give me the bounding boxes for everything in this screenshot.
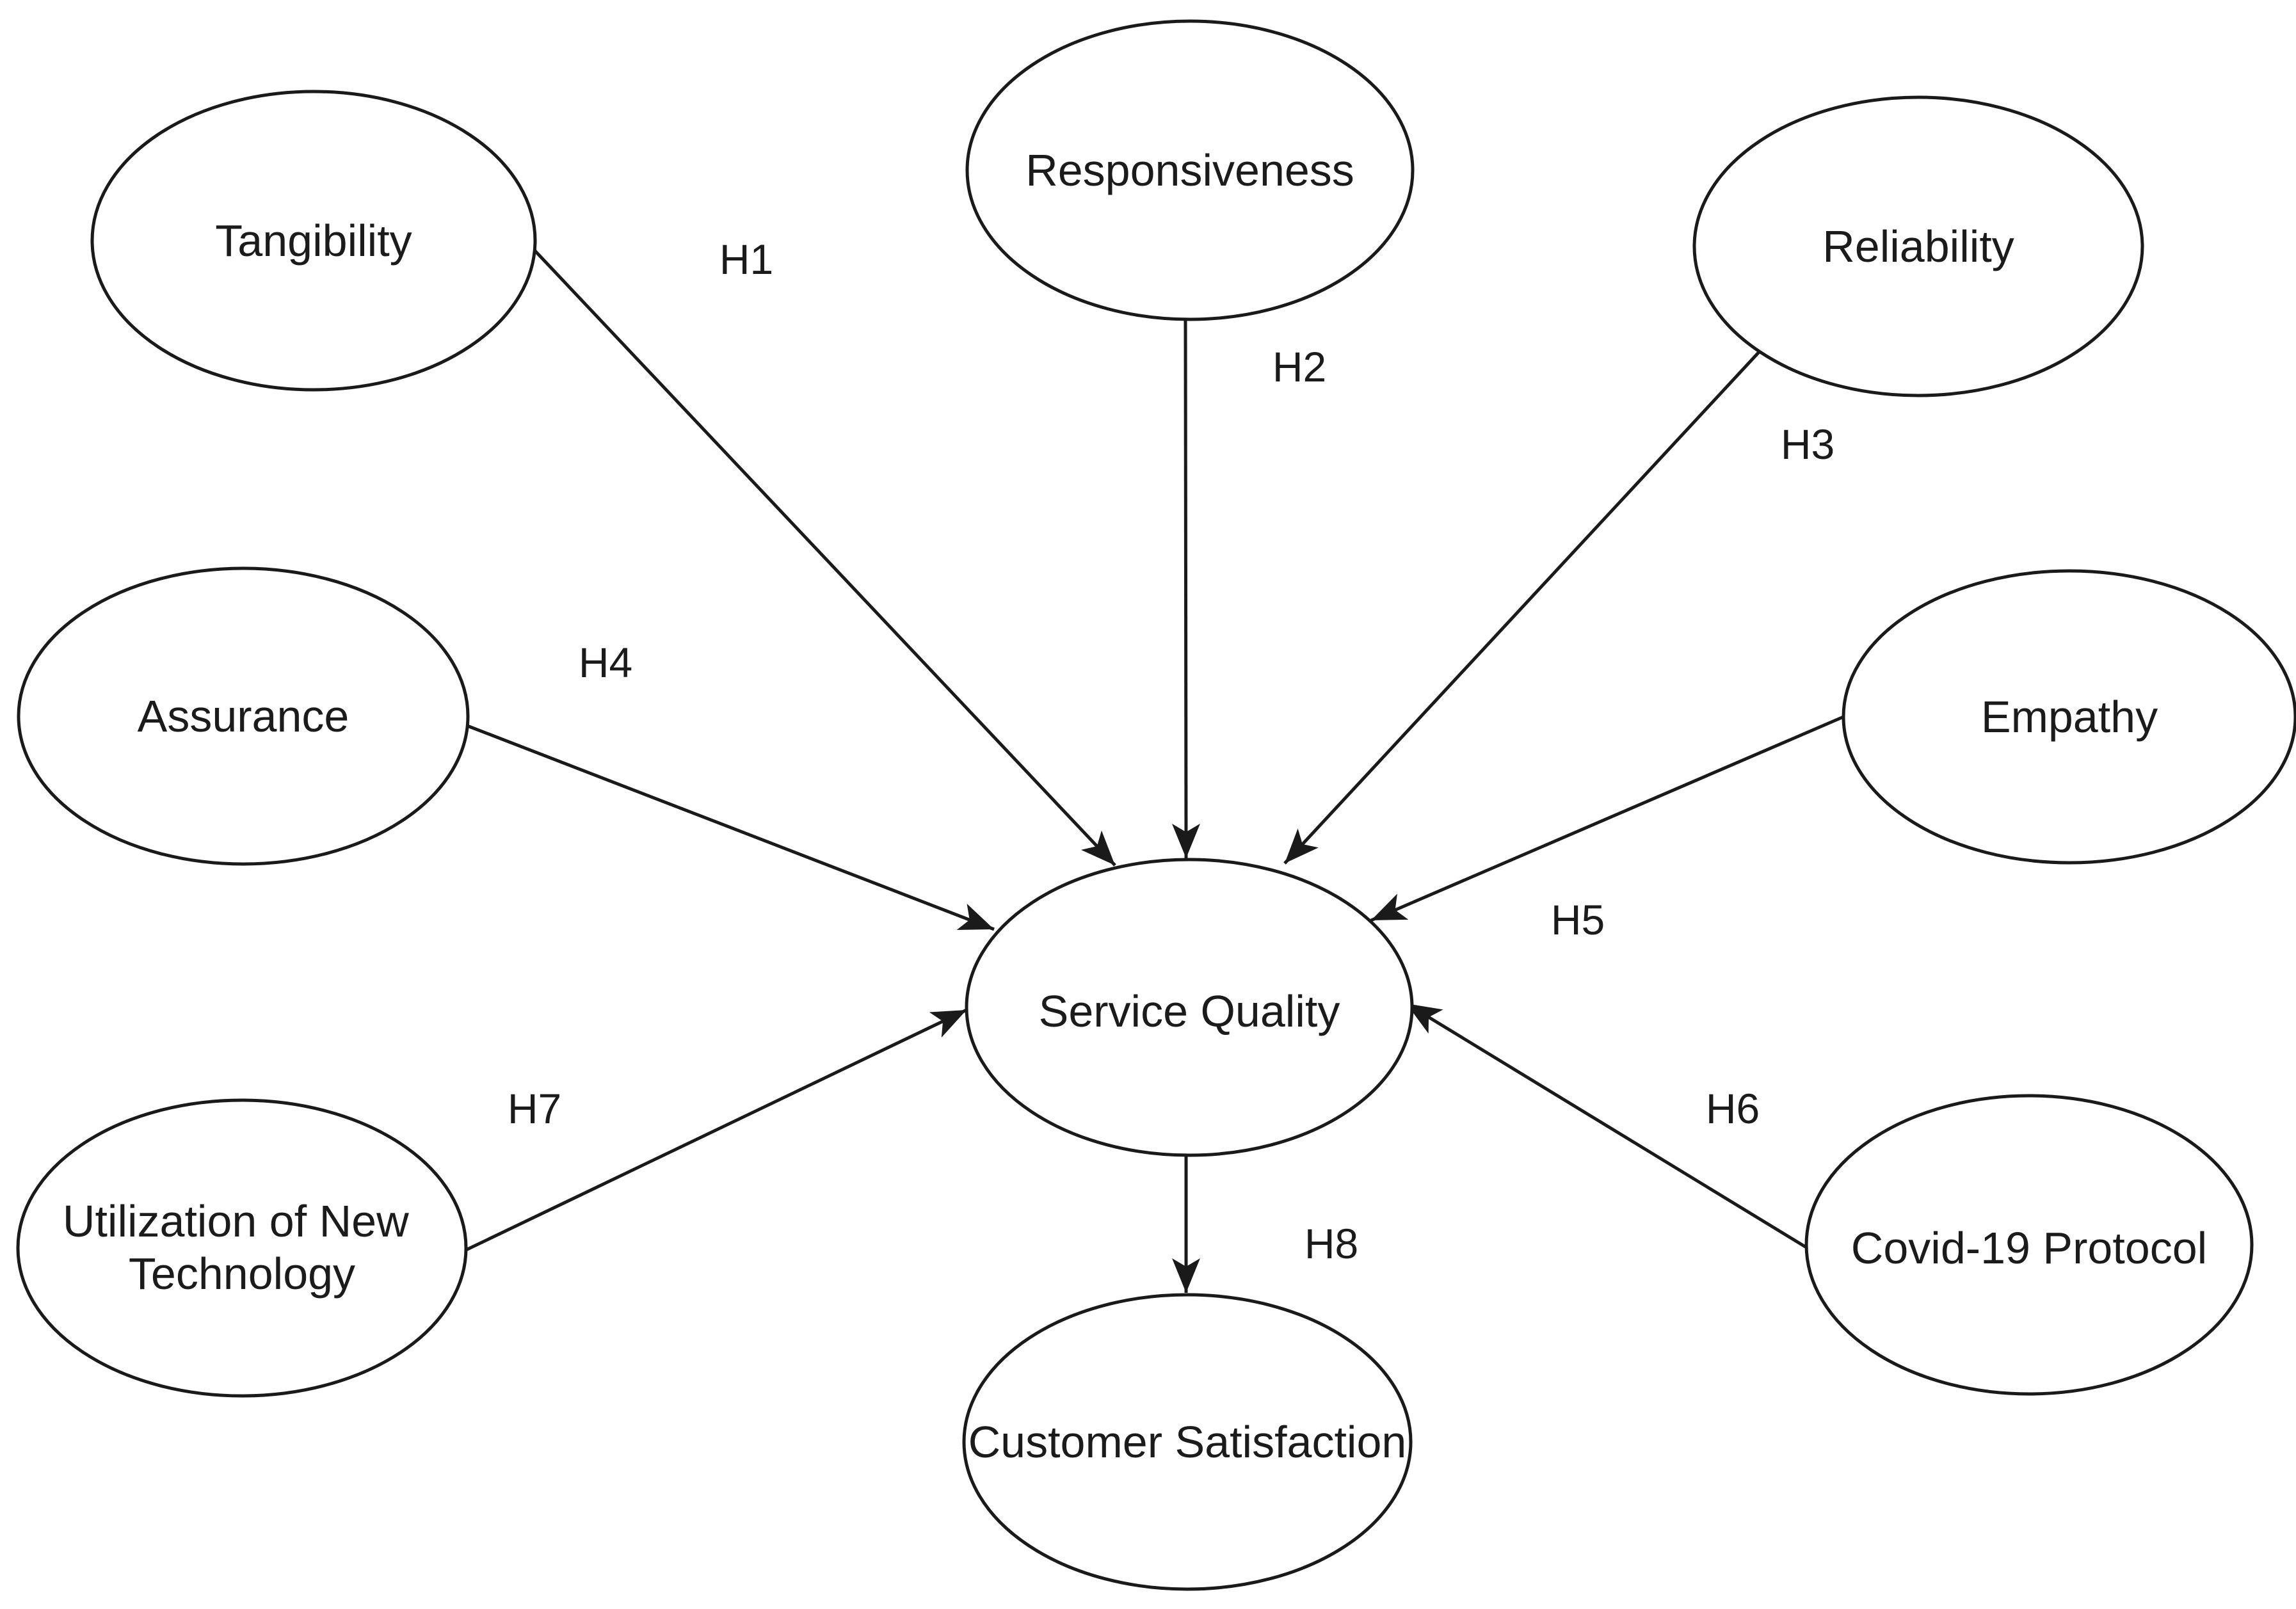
utilization-of-new-technology-label: Utilization of New Technology [63,1181,421,1299]
edge-h2-label: H2 [1272,343,1326,390]
edge-h5: H5 [1370,715,1844,943]
service-quality-ellipse [965,858,1414,1157]
utilization-of-new-technology-ellipse [16,1098,468,1398]
responsiveness-label: Responsiveness [1025,145,1354,195]
nodes-layer: Tangibility Responsiveness Reliability A… [16,19,2296,1591]
node-responsiveness: Responsiveness [965,19,1415,321]
edge-h3-arrow [1283,350,1761,865]
edge-h6-arrow [1405,1002,1808,1249]
node-empathy: Empathy [1842,569,2296,865]
assurance-ellipse [17,566,470,866]
node-reliability: Reliability [1692,95,2144,397]
assurance-label: Assurance [138,691,349,741]
edge-h8-label: H8 [1305,1220,1358,1267]
edge-h8: H8 [1172,1155,1358,1293]
edges-layer: H1 H2 H3 H4 H5 H6 [465,236,1844,1293]
edge-h1-label: H1 [719,236,773,283]
edge-h7-label: H7 [508,1085,561,1132]
edge-h4-arrow [467,724,995,931]
edge-h1: H1 [533,236,1116,867]
edge-h2: H2 [1171,319,1326,859]
service-quality-label: Service Quality [1039,986,1340,1036]
responsiveness-ellipse [965,19,1415,321]
node-covid-19-protocol: Covid-19 Protocol [1804,1094,2254,1396]
node-service-quality: Service Quality [965,858,1414,1157]
customer-satisfaction-ellipse [962,1293,1413,1591]
edge-h5-label: H5 [1551,896,1605,943]
node-customer-satisfaction: Customer Satisfaction [962,1293,1413,1591]
edge-h5-arrow [1370,715,1844,922]
reliability-ellipse [1692,95,2144,397]
edge-h3-label: H3 [1781,420,1834,468]
covid-19-protocol-label: Covid-19 Protocol [1851,1223,2207,1273]
tangibility-ellipse [90,90,537,392]
node-utilization-of-new-technology: Utilization of New Technology [16,1098,468,1398]
edge-h1-arrow [533,249,1116,867]
edge-h6-label: H6 [1706,1085,1760,1132]
tangibility-label: Tangibility [215,216,412,266]
edge-h6: H6 [1405,1002,1808,1249]
edge-h7-arrow [465,1008,968,1252]
node-tangibility: Tangibility [90,90,537,392]
node-assurance: Assurance [17,566,470,866]
covid-19-protocol-ellipse [1804,1094,2254,1396]
empathy-ellipse [1842,569,2296,865]
utilization-label-line-1: Utilization of New [63,1196,409,1246]
customer-satisfaction-label: Customer Satisfaction [968,1417,1407,1467]
edge-h2-arrow [1171,319,1200,859]
utilization-label-line-2: Technology [129,1249,355,1299]
empathy-label: Empathy [1981,692,2158,742]
edge-h4-label: H4 [579,639,632,686]
edge-h3: H3 [1283,350,1834,865]
edge-h7: H7 [465,1008,968,1252]
reliability-label: Reliability [1822,221,2014,271]
edge-h4: H4 [467,639,995,931]
